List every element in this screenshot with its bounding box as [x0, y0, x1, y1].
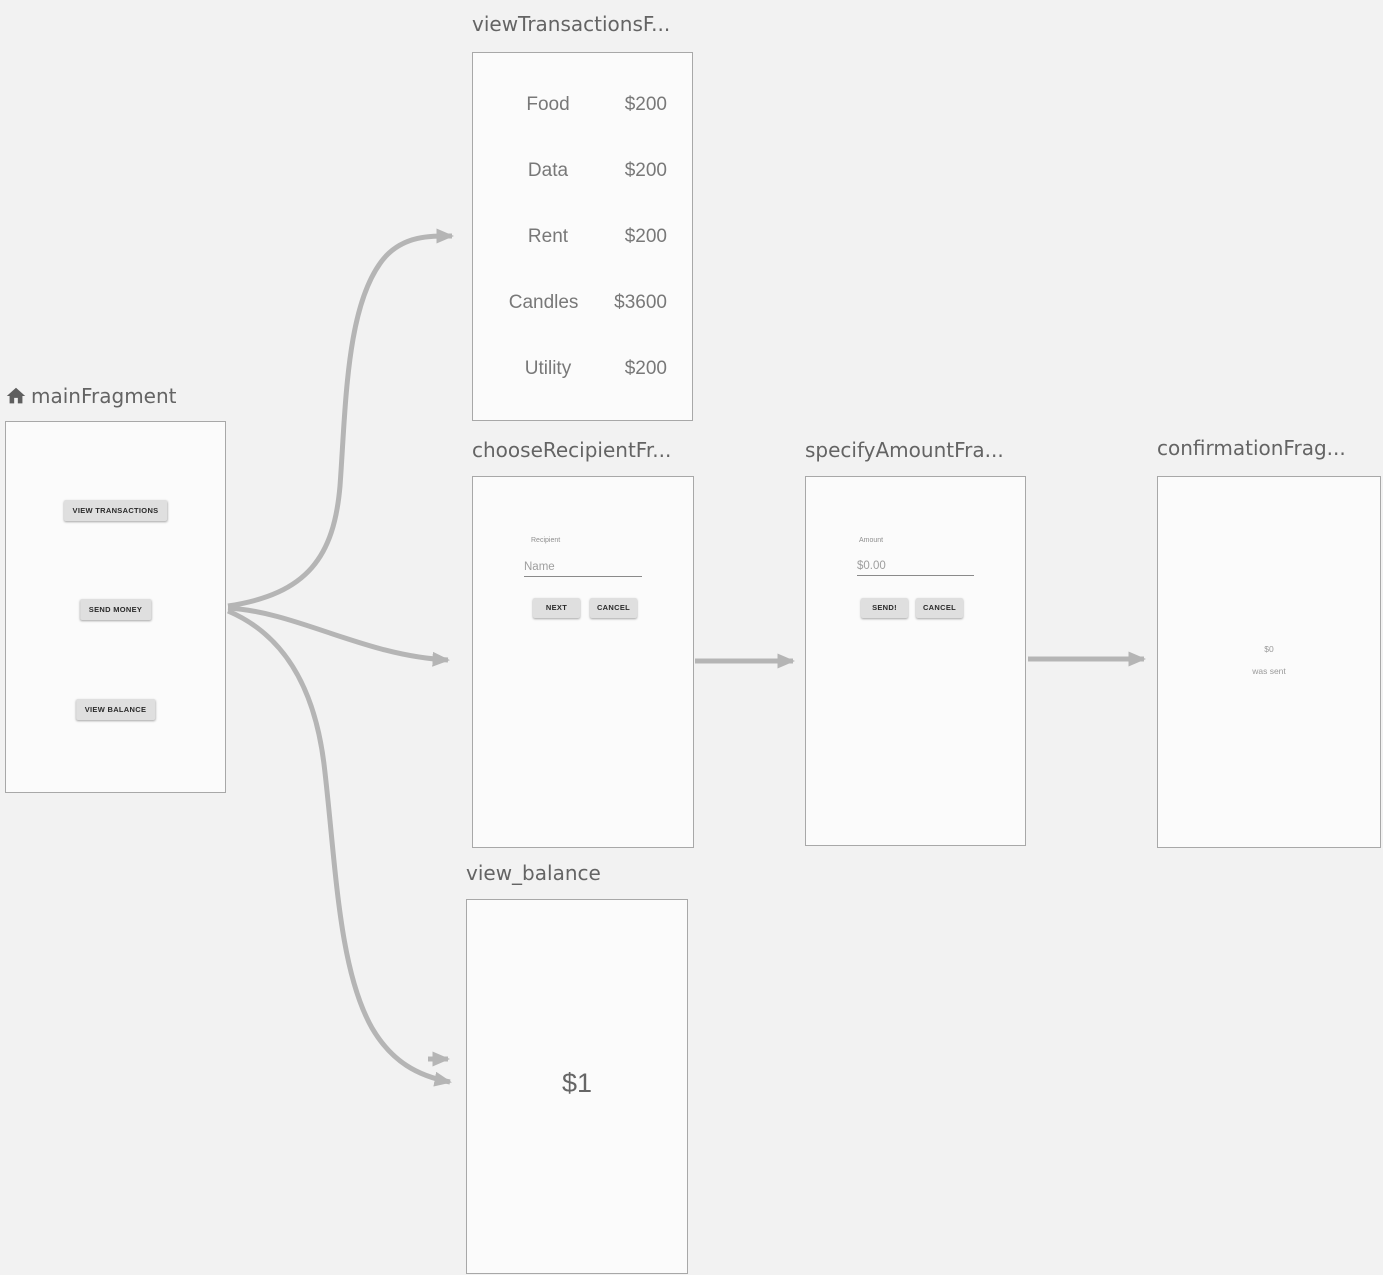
- transaction-value: $200: [624, 226, 667, 247]
- choose-recipient-title-label: chooseRecipientFr...: [472, 438, 672, 462]
- send-money-button[interactable]: SEND MONEY: [79, 599, 152, 620]
- main-fragment-title: mainFragment: [5, 384, 177, 408]
- transaction-label: Data: [527, 160, 569, 181]
- transaction-label: Food: [526, 94, 570, 115]
- view-transactions-fragment-title: viewTransactionsF...: [472, 12, 670, 36]
- transaction-label: Utility: [524, 358, 572, 379]
- view-balance-fragment-card[interactable]: $1: [466, 899, 688, 1274]
- transaction-label: Rent: [527, 226, 569, 247]
- main-fragment-card[interactable]: VIEW TRANSACTIONS SEND MONEY VIEW BALANC…: [5, 421, 226, 793]
- view-balance-title-label: view_balance: [466, 861, 601, 885]
- specify-amount-title-label: specifyAmountFra...: [805, 438, 1004, 462]
- home-icon: [6, 387, 26, 404]
- confirmation-fragment-title: confirmationFrag...: [1157, 436, 1346, 460]
- action-main-to-viewbalance[interactable]: [227, 608, 452, 1087]
- cancel-button[interactable]: CANCEL: [916, 598, 963, 618]
- action-main-to-viewtransactions[interactable]: [227, 228, 455, 609]
- transaction-value: $200: [624, 358, 667, 379]
- transaction-row: Utility $200: [473, 336, 692, 402]
- transaction-row: Rent $200: [473, 204, 692, 270]
- choose-recipient-fragment-card[interactable]: Recipient Name NEXT CANCEL: [472, 476, 694, 848]
- transaction-row: Candles $3600: [473, 270, 692, 336]
- view-transactions-title-label: viewTransactionsF...: [472, 12, 671, 36]
- specify-amount-fragment-card[interactable]: Amount $0.00 SEND! CANCEL: [805, 476, 1026, 846]
- transaction-label: Candles: [508, 292, 579, 313]
- cancel-button[interactable]: CANCEL: [590, 598, 637, 618]
- confirmation-message-text: was sent: [1252, 666, 1286, 676]
- view-balance-fragment-title: view_balance: [466, 861, 601, 885]
- view-balance-button[interactable]: VIEW BALANCE: [75, 699, 156, 720]
- transaction-value: $200: [624, 94, 667, 115]
- confirmation-fragment-card[interactable]: $0 was sent: [1157, 476, 1381, 848]
- specify-amount-fragment-title: specifyAmountFra...: [805, 438, 1004, 462]
- next-button[interactable]: NEXT: [533, 598, 580, 618]
- view-transactions-fragment-card[interactable]: Food $200 Data $200 Rent $200 Candles $3…: [472, 52, 693, 421]
- confirmation-amount-text: $0: [1264, 644, 1274, 654]
- transaction-value: $3600: [614, 292, 667, 313]
- amount-field-label: Amount: [859, 537, 884, 544]
- transaction-row: Data $200: [473, 138, 692, 204]
- send-button[interactable]: SEND!: [861, 598, 908, 618]
- main-fragment-title-label: mainFragment: [31, 384, 177, 408]
- transaction-row: Food $200: [473, 72, 692, 138]
- recipient-name-input[interactable]: Name: [524, 561, 642, 577]
- action-main-to-chooserecipient[interactable]: [227, 605, 450, 667]
- balance-amount-text: $1: [561, 1068, 593, 1098]
- recipient-field-label: Recipient: [531, 537, 561, 544]
- amount-input[interactable]: $0.00: [857, 560, 974, 576]
- confirmation-title-label: confirmationFrag...: [1157, 436, 1346, 460]
- transaction-value: $200: [624, 160, 667, 181]
- view-transactions-button[interactable]: VIEW TRANSACTIONS: [63, 500, 168, 521]
- choose-recipient-fragment-title: chooseRecipientFr...: [472, 438, 671, 462]
